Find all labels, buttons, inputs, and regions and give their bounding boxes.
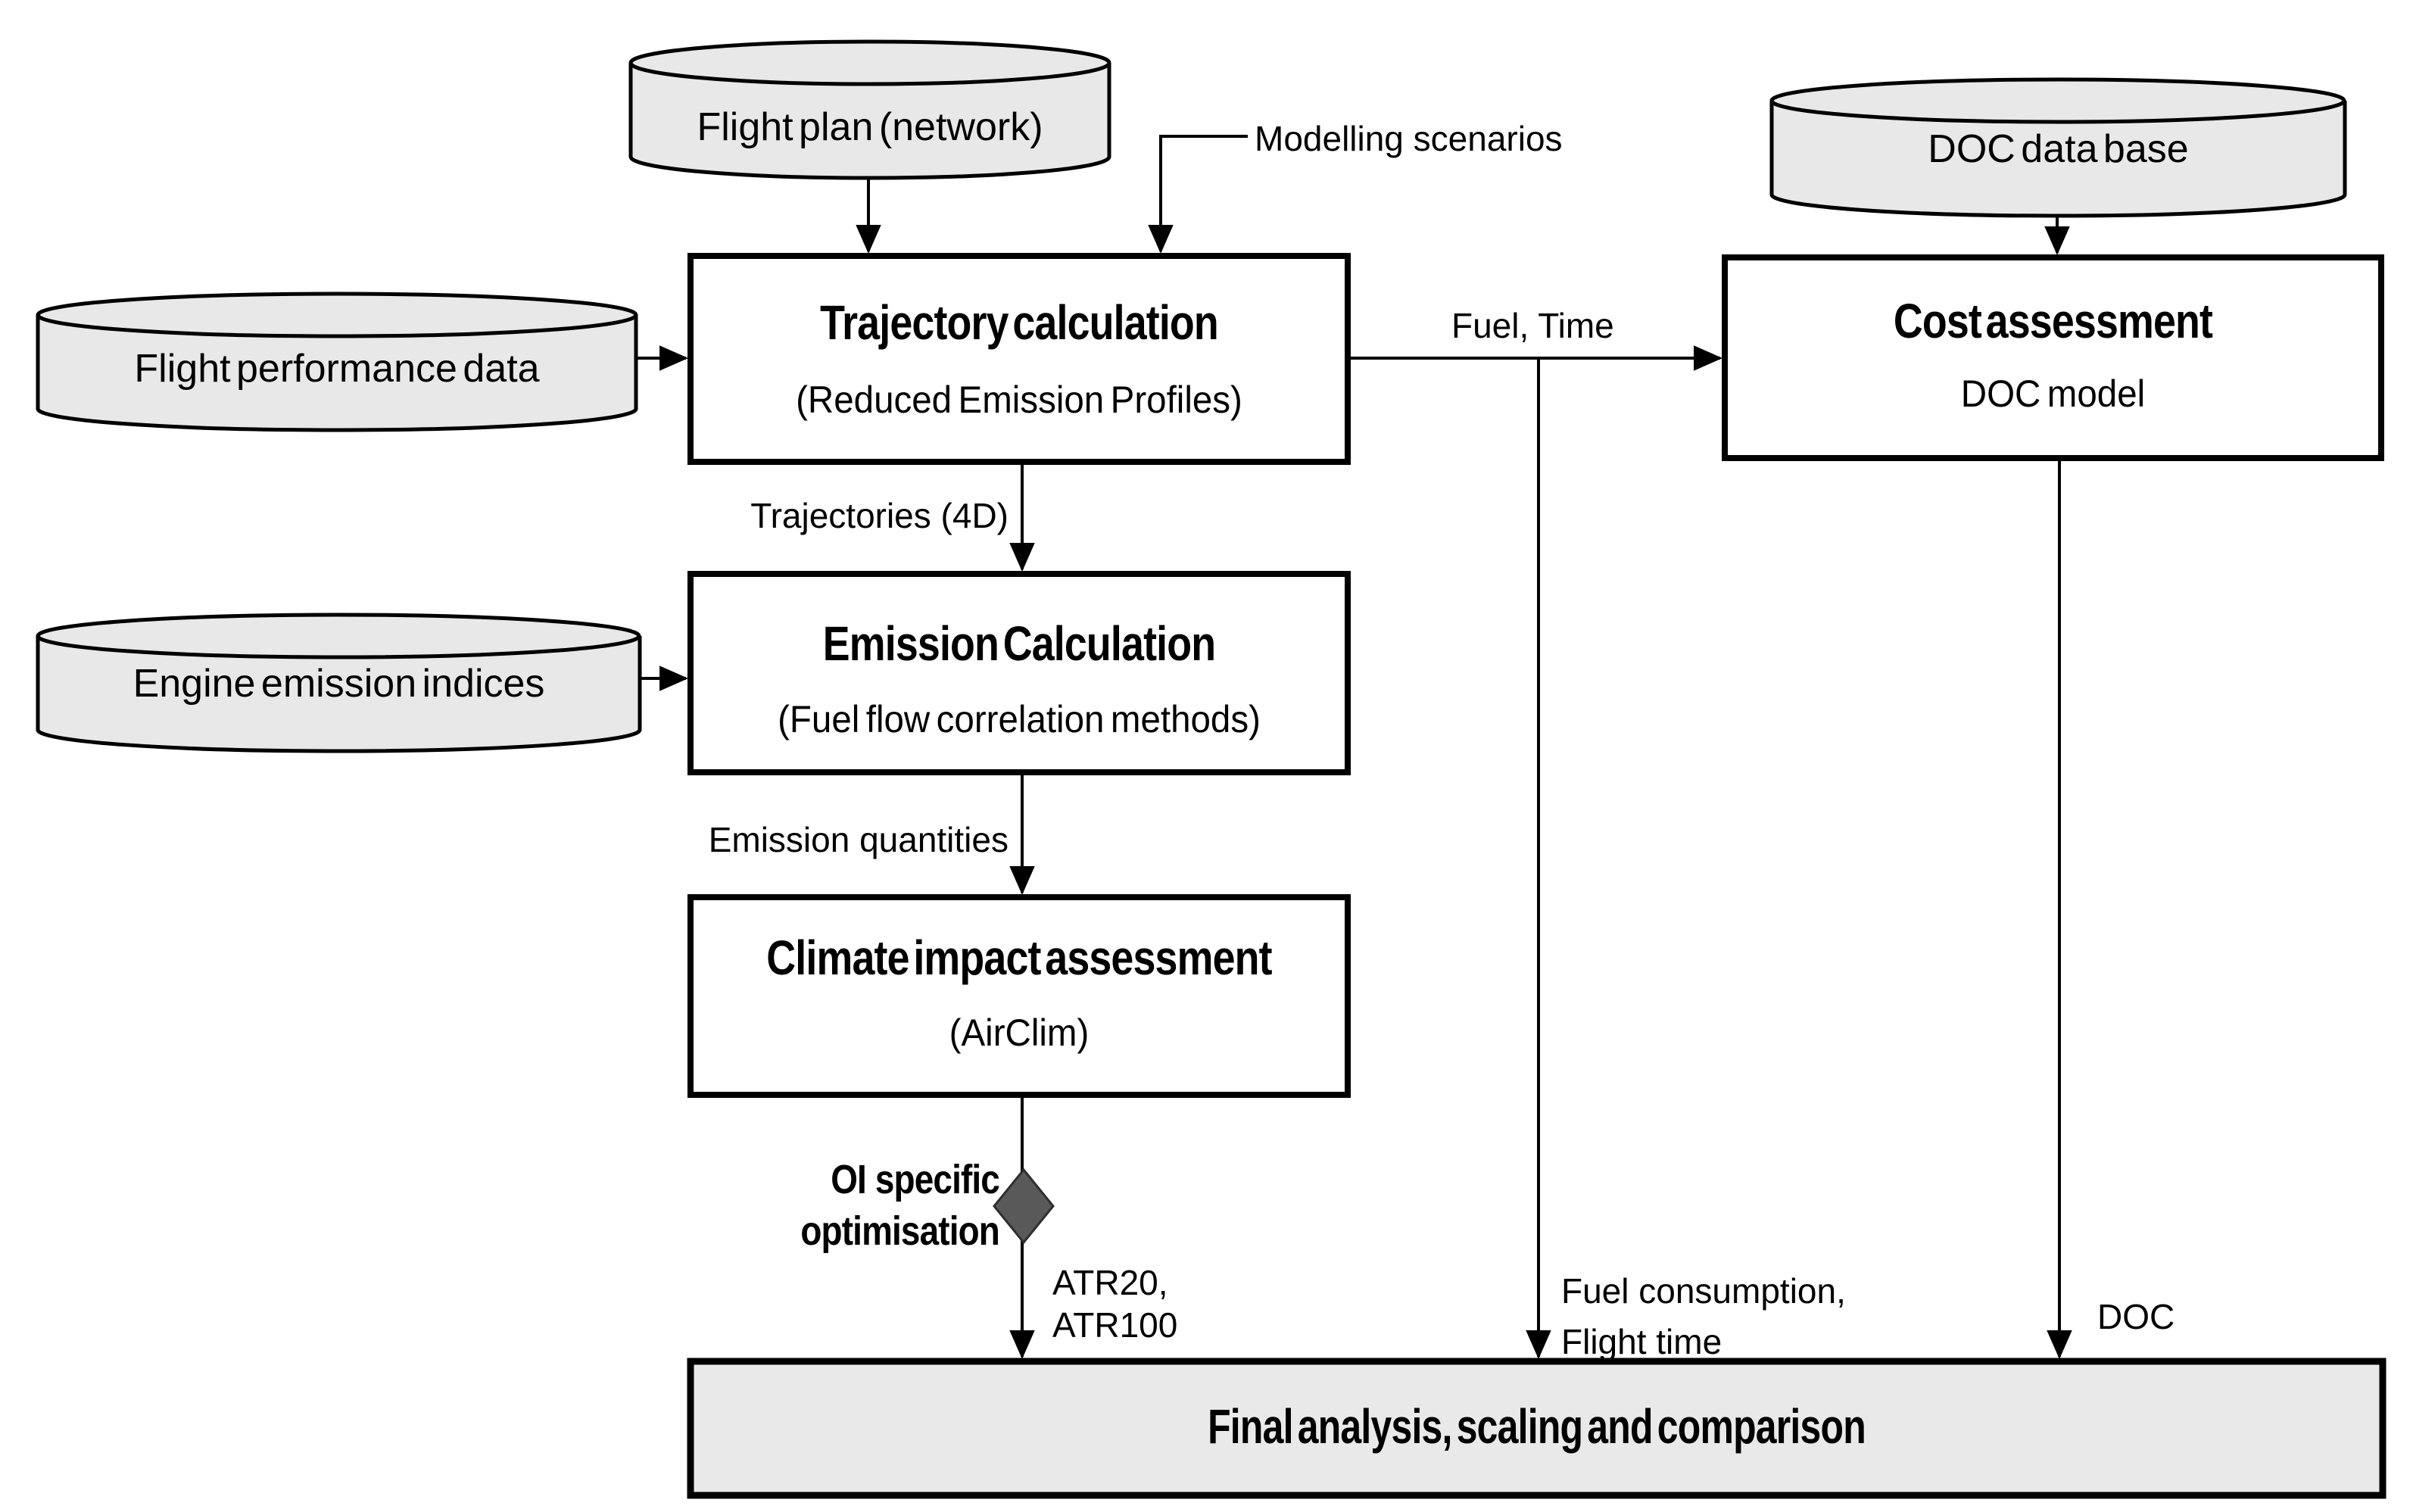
final-analysis-box — [687, 1358, 2387, 1499]
arrow-modelling-to-trajectory — [1148, 135, 1248, 254]
emission-subtitle: (Fuel flow correlation methods) — [778, 698, 1261, 740]
final-analysis-title: Final analysis, scaling and comparison — [1208, 1399, 1866, 1454]
doc-database-cylinder — [1769, 77, 2347, 218]
trajectory-title: Trajectory calculation — [820, 295, 1219, 350]
trajectories-4d-label: Trajectories (4D) — [750, 496, 1009, 535]
oi-specific-line2: optimisation — [800, 1208, 1000, 1254]
engine-emission-label: Engine emission indices — [132, 662, 545, 706]
doc-label: DOC — [2097, 1297, 2175, 1336]
oi-optimisation-diamond — [993, 1168, 1055, 1245]
fuel-consumption-line2: Flight time — [1561, 1322, 1722, 1361]
atr-label: ATR20, ATR100 — [1052, 1261, 1177, 1346]
flight-performance-cylinder — [36, 291, 638, 432]
oi-specific-optimisation-label: OI specific optimisation — [749, 1154, 1000, 1257]
engine-emission-cylinder — [36, 613, 642, 753]
cost-title: Cost assessment — [1893, 294, 2213, 348]
atr-line2: ATR100 — [1052, 1305, 1178, 1345]
oi-specific-line1: OI specific — [831, 1157, 1000, 1202]
fuel-consumption-line1: Fuel consumption, — [1561, 1271, 1846, 1311]
climate-subtitle: (AirClim) — [949, 1012, 1090, 1054]
cost-assessment-box — [1722, 254, 2384, 461]
emission-quantities-label: Emission quantities — [708, 820, 1009, 859]
climate-title: Climate impact assessment — [766, 931, 1272, 985]
modelling-scenarios-label: Modelling scenarios — [1255, 119, 1563, 158]
flight-plan-cylinder — [628, 39, 1111, 180]
emission-title: Emission Calculation — [822, 616, 1216, 671]
doc-database-label: DOC data base — [1928, 127, 2189, 171]
emission-calculation-box — [687, 571, 1351, 775]
climate-impact-box — [687, 894, 1351, 1098]
flight-performance-label: Flight performance data — [134, 347, 540, 391]
fuel-time-label: Fuel, Time — [1451, 306, 1614, 345]
fuel-consumption-label: Fuel consumption, Flight time — [1561, 1266, 1846, 1367]
atr-line1: ATR20, — [1052, 1263, 1168, 1302]
trajectory-calculation-box — [687, 253, 1351, 465]
flight-plan-label: Flight plan (network) — [697, 105, 1043, 149]
trajectory-subtitle: (Reduced Emission Profiles) — [796, 379, 1242, 421]
cost-subtitle: DOC model — [1960, 373, 2146, 415]
